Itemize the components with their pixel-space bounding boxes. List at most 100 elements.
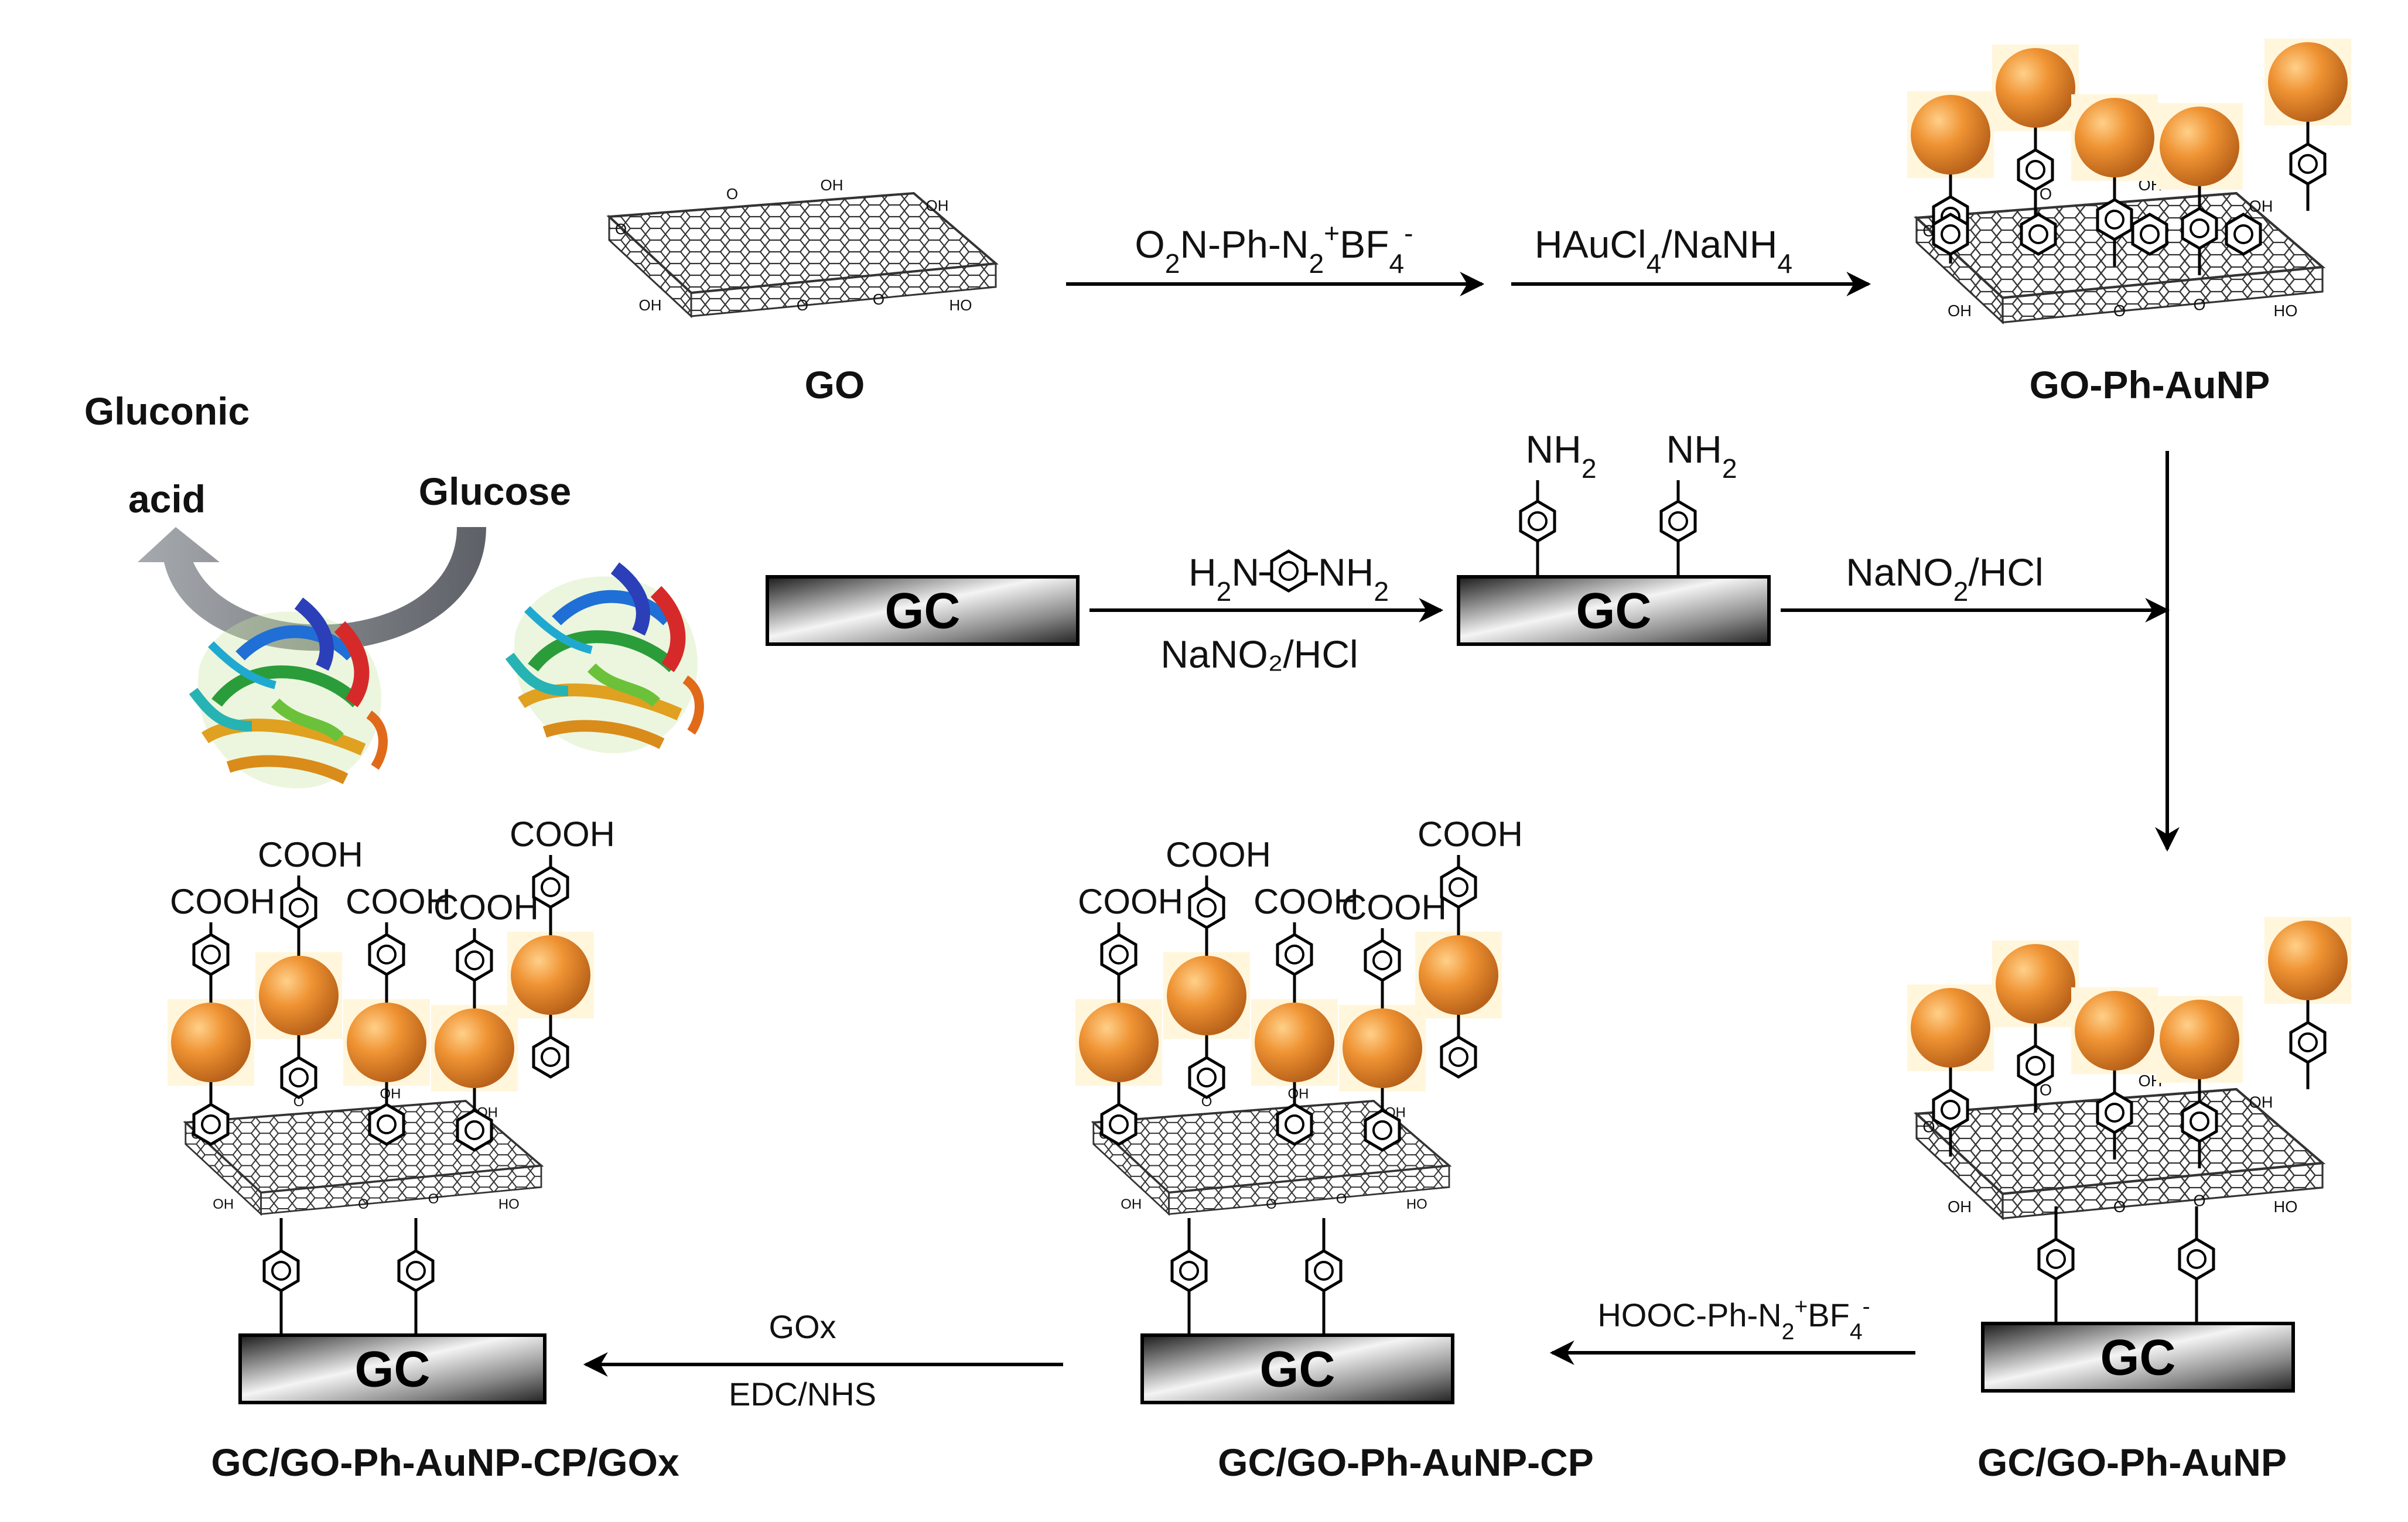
- carboxyphenyl-ring: [457, 940, 491, 980]
- reagent-carboxy-diazonium: HOOC-Ph-N2+BF4-: [1597, 1294, 1870, 1345]
- reagent-nano2-hcl: NaNO₂/HCl: [1160, 632, 1358, 676]
- oxygen-group: O: [1922, 1118, 1935, 1136]
- amine-right: NH2: [1666, 427, 1737, 484]
- phenyl-ring: [399, 1251, 433, 1291]
- oxygen-group: O: [293, 1094, 305, 1110]
- gold-nanoparticle: [171, 1003, 251, 1082]
- oxygen-group: O: [2040, 185, 2052, 203]
- gold-nanoparticle: [2268, 921, 2348, 1000]
- gc-electrode-bare: GC: [766, 575, 1080, 646]
- oxygen-group: HO: [2274, 1198, 2298, 1216]
- gold-nanoparticle: [2160, 1000, 2239, 1079]
- linker-ring: [1934, 1090, 1968, 1130]
- oxygen-group: O: [2113, 1198, 2126, 1216]
- gold-nanoparticle: [347, 1003, 426, 1082]
- linker-ring: [457, 1110, 491, 1150]
- linker-ring: [2291, 1022, 2325, 1062]
- carboxyphenyl-ring: [1102, 935, 1136, 974]
- oxygen-group: OH: [1121, 1196, 1142, 1212]
- oxygen-group: OH: [639, 296, 662, 314]
- diamine-ring: [1272, 551, 1306, 591]
- carboxyphenyl-ring: [534, 867, 568, 907]
- phenyl-ring: [2039, 1239, 2073, 1279]
- oxygen-group: O: [873, 290, 884, 308]
- oxygen-group: O: [2113, 302, 2126, 320]
- phenyl-ring: [1307, 1251, 1341, 1291]
- gc-go-ph-aunp-cp-gox-label: GC/GO-Ph-AuNP-CP/GOx: [211, 1441, 679, 1484]
- acid-label: acid: [128, 477, 206, 521]
- oxygen-group: OH: [1948, 302, 1972, 320]
- oxygen-group: OH: [926, 197, 949, 214]
- cooh-group: COOH: [433, 888, 539, 927]
- gold-nanoparticle: [1343, 1008, 1422, 1088]
- gold-nanoparticle: [1996, 944, 2075, 1024]
- oxygen-group: O: [2193, 1192, 2205, 1210]
- oxygen-group: OH: [1948, 1198, 1972, 1216]
- cooh-group: COOH: [1078, 882, 1183, 921]
- gold-nanoparticle: [259, 956, 339, 1035]
- linker-ring: [534, 1037, 568, 1077]
- cooh-group: COOH: [346, 882, 451, 921]
- linker-ring: [2291, 144, 2325, 184]
- linker-ring: [2182, 208, 2216, 248]
- linker-ring: [1278, 1104, 1311, 1144]
- gc-electrode-aunp: GC: [1981, 1322, 2295, 1393]
- linker-ring: [282, 1058, 316, 1097]
- phenyl-ring: [2021, 214, 2055, 254]
- glucose-label: Glucose: [419, 470, 571, 513]
- oxygen-group: O: [1336, 1191, 1347, 1207]
- amine-left: NH2: [1525, 427, 1596, 484]
- gold-nanoparticle: [2075, 991, 2154, 1070]
- gc-label: GC: [885, 583, 961, 639]
- oxygen-group: HO: [2274, 302, 2298, 320]
- linker-ring: [370, 1104, 404, 1144]
- carboxyphenyl-ring: [282, 888, 316, 928]
- oxygen-group: O: [1922, 222, 1935, 240]
- phenyl-ring: [1521, 501, 1555, 541]
- oxygen-group: O: [615, 220, 627, 238]
- reagent-diamine-left: H2N: [1188, 550, 1259, 607]
- oxygen-group: O: [797, 296, 808, 314]
- gold-nanoparticle: [2268, 42, 2348, 122]
- carboxyphenyl-ring: [1442, 867, 1475, 907]
- linker-ring: [1365, 1110, 1399, 1150]
- oxygen-group: OH: [2249, 1093, 2273, 1111]
- gold-nanoparticle: [1079, 1003, 1159, 1082]
- gluconic-label: Gluconic: [84, 389, 250, 433]
- linker-ring: [1442, 1037, 1475, 1077]
- phenyl-ring: [1172, 1251, 1206, 1291]
- linker-ring: [194, 1104, 228, 1144]
- linker-ring: [1190, 1058, 1224, 1097]
- reagent-nitro-diazonium: O2N-Ph-N2+BF4-: [1135, 218, 1413, 279]
- oxygen-group: HO: [498, 1196, 520, 1212]
- gc-label: GC: [355, 1342, 431, 1398]
- gox-enzyme: [492, 556, 715, 755]
- oxygen-group: OH: [380, 1086, 401, 1102]
- cooh-group: COOH: [510, 815, 615, 854]
- phenyl-ring: [2180, 1239, 2214, 1279]
- gold-nanoparticle: [1255, 1003, 1334, 1082]
- cooh-group: COOH: [1253, 882, 1359, 921]
- phenyl-ring: [2226, 214, 2260, 254]
- carboxyphenyl-ring: [194, 935, 228, 974]
- conversion-curved-arrow: [138, 527, 486, 651]
- phenyl-ring: [1661, 501, 1695, 541]
- linker-ring: [2018, 150, 2052, 190]
- oxygen-group: HO: [949, 296, 972, 314]
- cooh-group: COOH: [1341, 888, 1447, 927]
- linker-ring: [2098, 1093, 2132, 1133]
- gold-nanoparticle: [511, 935, 590, 1015]
- go-label: GO: [805, 363, 865, 406]
- go-ph-aunp-label: GO-Ph-AuNP: [2030, 363, 2270, 406]
- oxygen-group: O: [2040, 1081, 2052, 1099]
- reagent-haucl4: HAuCl4/NaNH4: [1535, 223, 1792, 279]
- reagent-nano2-hcl-2: NaNO2/HCl: [1846, 550, 2043, 607]
- gc-electrode-amine: GC: [1457, 575, 1771, 646]
- gc-go-ph-aunp-cp-label: GC/GO-Ph-AuNP-CP: [1218, 1441, 1594, 1484]
- oxygen-group: OH: [2249, 197, 2273, 216]
- gc-label: GC: [2100, 1330, 2176, 1386]
